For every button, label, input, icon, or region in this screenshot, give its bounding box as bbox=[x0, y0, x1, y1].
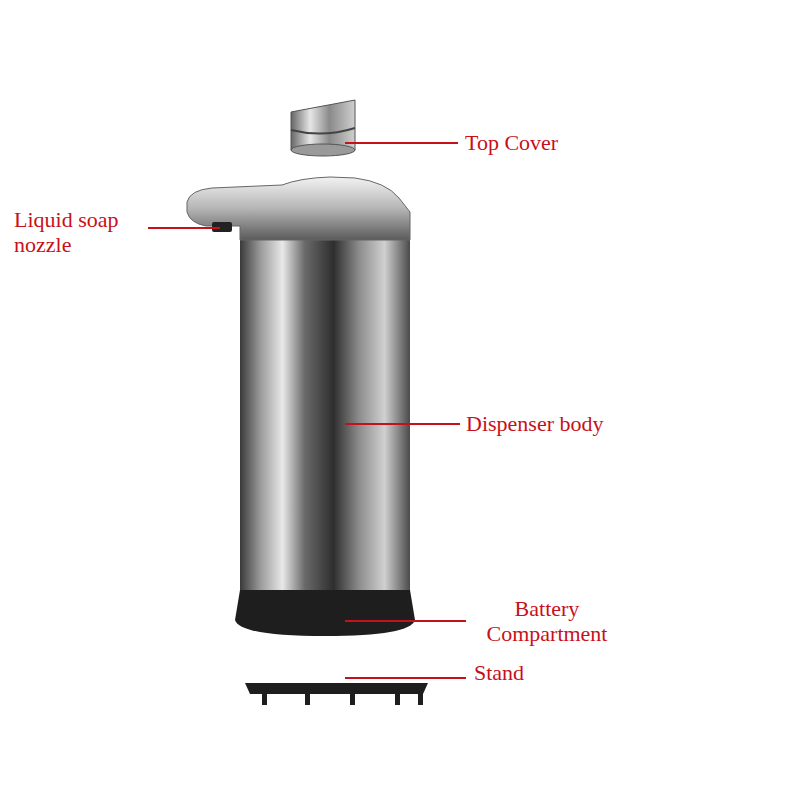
part-label: Dispenser body bbox=[466, 411, 646, 436]
part-label: Top Cover bbox=[465, 130, 615, 155]
stand bbox=[245, 683, 428, 705]
part-label: Battery Compartment bbox=[472, 596, 622, 646]
leader-lines bbox=[148, 143, 466, 678]
top-cover bbox=[291, 100, 355, 156]
dispenser-head bbox=[187, 177, 410, 240]
part-label: Liquid soap nozzle bbox=[14, 207, 146, 257]
dispenser-body bbox=[240, 215, 410, 595]
part-label: Stand bbox=[474, 660, 574, 685]
battery-compartment bbox=[235, 590, 415, 636]
